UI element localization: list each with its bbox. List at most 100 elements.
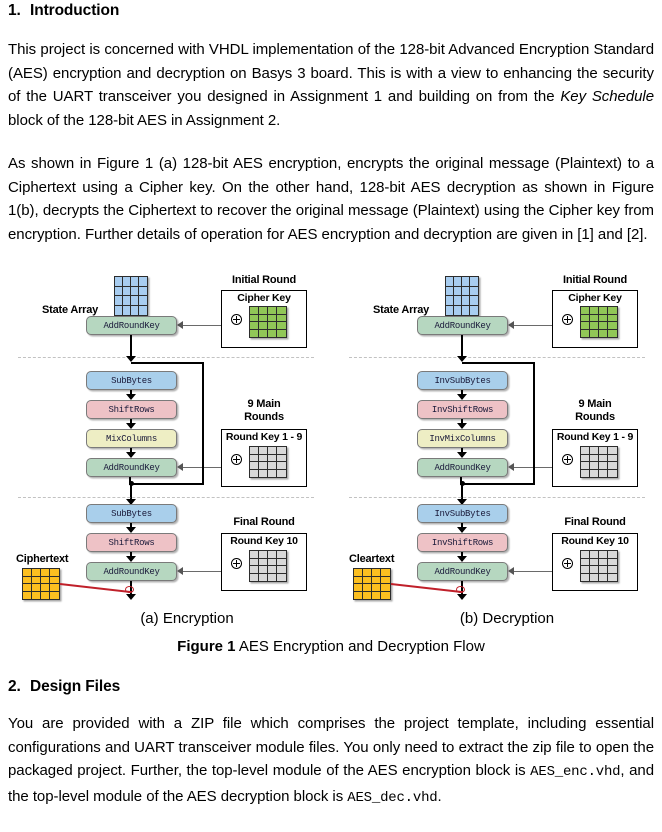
block-addroundkey-final-enc: AddRoundKey xyxy=(86,562,177,581)
section-number-2: 2. xyxy=(8,678,21,695)
connector-ark-to-round1-dec xyxy=(461,335,463,361)
paragraph-intro-1-part-b: block of the 128-bit AES in Assignment 2… xyxy=(8,111,281,129)
round-key-10-label-enc: Round Key 10 xyxy=(230,535,298,547)
arrowhead-output-enc xyxy=(126,594,136,600)
main-rounds-title-enc: 9 Main Rounds xyxy=(208,398,320,424)
aes-dec-filename: AES_dec.vhd xyxy=(347,789,438,806)
arrowhead-invmix-to-ark-dec xyxy=(457,452,467,458)
paragraph-design-part-a: You are provided with a ZIP file which c… xyxy=(8,715,654,779)
block-shiftrows-final-enc: ShiftRows xyxy=(86,533,177,552)
dashed-separator-1-dec xyxy=(349,357,645,358)
arrowhead-invshift-to-ark-final-dec xyxy=(457,556,467,562)
figure-panel-decryption: State Array Initial Round Cipher Key Add… xyxy=(331,268,662,608)
round-key-1-9-grid-dec xyxy=(580,446,618,478)
xor-icon-initial-dec xyxy=(562,314,573,325)
arrowhead-into-final-round-enc xyxy=(126,499,136,505)
block-shiftrows-main-enc: ShiftRows xyxy=(86,400,177,419)
state-array-grid-enc xyxy=(114,276,148,316)
round-key-1-9-label-dec: Round Key 1 - 9 xyxy=(556,431,634,443)
dashed-separator-2-dec xyxy=(349,497,645,498)
connector-main-to-final-dec xyxy=(461,483,463,505)
xor-icon-final-dec xyxy=(562,558,573,569)
arrowhead-into-main-rounds-dec xyxy=(457,356,467,362)
arrowhead-mix-to-ark-enc xyxy=(126,452,136,458)
block-subbytes-main-enc: SubBytes xyxy=(86,371,177,390)
arrowhead-invsub-to-invshift-dec xyxy=(457,394,467,400)
xor-icon-initial-enc xyxy=(231,314,242,325)
round-key-1-9-label-enc: Round Key 1 - 9 xyxy=(225,431,303,443)
ciphertext-pointer-marker-enc xyxy=(125,586,134,593)
section-heading-design-files: 2. Design Files xyxy=(8,678,408,696)
cipher-key-label-dec: Cipher Key xyxy=(568,292,622,304)
xor-icon-final-enc xyxy=(231,558,242,569)
figure-caption-label: Figure 1 xyxy=(177,638,236,655)
figure-caption-text: AES Encryption and Decryption Flow xyxy=(235,638,485,655)
block-addroundkey-main-enc: AddRoundKey xyxy=(86,458,177,477)
feedback-top-enc xyxy=(131,362,204,364)
initial-round-title-dec: Initial Round xyxy=(562,274,627,286)
section-title-2: Design Files xyxy=(30,678,121,695)
arrowhead-invshift-to-invmix-dec xyxy=(457,423,467,429)
block-mixcolumns-main-enc: MixColumns xyxy=(86,429,177,448)
block-invsubbytes-main-dec: InvSubBytes xyxy=(417,371,508,390)
main-rounds-title-line2: Rounds xyxy=(244,411,284,423)
connector-ark-to-round1-enc xyxy=(130,335,132,361)
section-heading-introduction: 1. Introduction xyxy=(8,2,408,20)
connector-key-to-ark-final-dec xyxy=(514,570,552,572)
connector-key-to-ark-enc xyxy=(183,324,221,326)
paragraph-intro-1: This project is concerned with VHDL impl… xyxy=(8,38,654,132)
dashed-separator-2-enc xyxy=(18,497,314,498)
cipher-key-grid-dec xyxy=(580,306,618,338)
arrowhead-output-dec xyxy=(457,594,467,600)
block-subbytes-final-enc: SubBytes xyxy=(86,504,177,523)
final-round-title-enc: Final Round xyxy=(233,516,295,528)
main-rounds-title-line1: 9 Main xyxy=(247,398,281,410)
paragraph-intro-1-part-a: This project is concerned with VHDL impl… xyxy=(8,41,654,105)
arrowhead-invsub-to-invshift-final-dec xyxy=(457,527,467,533)
block-addroundkey-initial-enc: AddRoundKey xyxy=(86,316,177,335)
section-title: Introduction xyxy=(30,2,120,19)
cleartext-pointer-marker-dec xyxy=(456,586,465,593)
key-schedule-emphasis: Key Schedule xyxy=(560,88,655,105)
feedback-right-enc xyxy=(202,362,204,485)
cleartext-label-dec: Cleartext xyxy=(349,553,395,565)
arrowhead-key-to-ark-main-dec xyxy=(508,462,514,471)
main-rounds-title-line2-dec: Rounds xyxy=(575,411,615,423)
arrowhead-into-final-round-dec xyxy=(457,499,467,505)
block-addroundkey-main-dec: AddRoundKey xyxy=(417,458,508,477)
ciphertext-pointer-line-enc xyxy=(59,583,132,594)
feedback-top-dec xyxy=(462,362,535,364)
arrowhead-key-to-ark-final-enc xyxy=(177,566,183,575)
arrowhead-into-main-rounds-enc xyxy=(126,356,136,362)
arrowhead-shift-to-ark-final-enc xyxy=(126,556,136,562)
state-array-label-enc: State Array xyxy=(42,304,99,316)
main-rounds-title-dec: 9 Main Rounds xyxy=(539,398,651,424)
paragraph-design-files: You are provided with a ZIP file which c… xyxy=(8,712,654,810)
xor-icon-main-enc xyxy=(231,454,242,465)
connector-key-to-ark-final-enc xyxy=(183,570,221,572)
feedback-bottom-dec xyxy=(460,483,535,485)
cipher-key-label-enc: Cipher Key xyxy=(237,292,291,304)
paragraph-design-part-c: . xyxy=(437,787,442,805)
final-round-title-dec: Final Round xyxy=(564,516,626,528)
block-addroundkey-initial-dec: AddRoundKey xyxy=(417,316,508,335)
arrowhead-sub-to-shift-final-enc xyxy=(126,527,136,533)
xor-icon-main-dec xyxy=(562,454,573,465)
figure-subcaption-a: (a) Encryption xyxy=(140,610,234,627)
ciphertext-label-enc: Ciphertext xyxy=(16,553,69,565)
initial-round-title-enc: Initial Round xyxy=(231,274,296,286)
paragraph-design-part-b: , and the top-level module of the AES de… xyxy=(8,762,654,805)
block-invshiftrows-main-dec: InvShiftRows xyxy=(417,400,508,419)
block-addroundkey-final-dec: AddRoundKey xyxy=(417,562,508,581)
section-number: 1. xyxy=(8,2,21,19)
cleartext-pointer-line-dec xyxy=(390,583,463,594)
arrowhead-shift-to-mix-enc xyxy=(126,423,136,429)
block-invshiftrows-final-dec: InvShiftRows xyxy=(417,533,508,552)
aes-enc-filename: AES_enc.vhd xyxy=(530,764,621,780)
round-key-10-grid-dec xyxy=(580,550,618,582)
arrowhead-sub-to-shift-enc xyxy=(126,394,136,400)
dashed-separator-1-enc xyxy=(18,357,314,358)
state-array-grid-dec xyxy=(445,276,479,316)
cipher-key-grid-enc xyxy=(249,306,287,338)
